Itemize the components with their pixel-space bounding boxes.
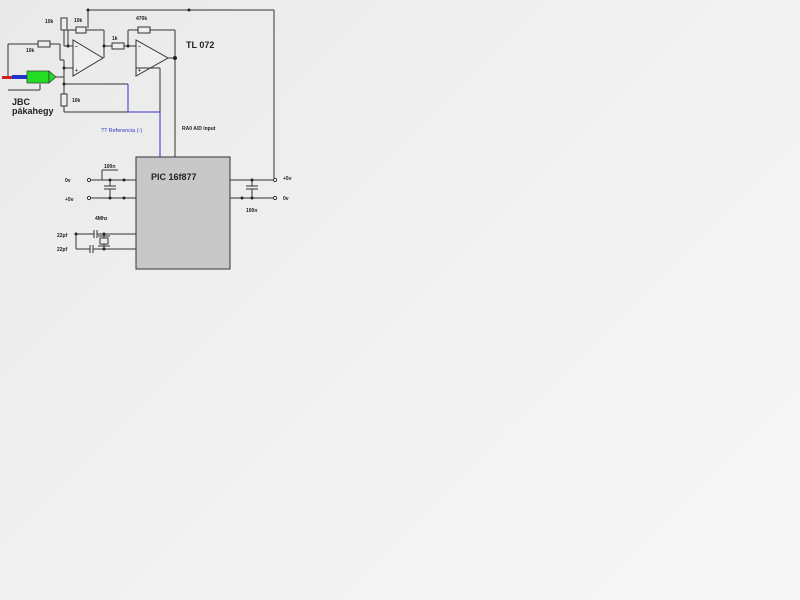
- label-0v-right: 0v: [283, 196, 289, 202]
- label-5v-left: +5v: [65, 197, 74, 203]
- resistor-10k-left-top: [60, 17, 68, 47]
- reference-wire: [127, 84, 161, 157]
- opamp-2-minus-sign: –: [138, 44, 141, 50]
- label-22pf-bottom: 22pf: [57, 247, 68, 253]
- label-10k-top: 10k: [45, 19, 54, 25]
- label-referencia: ?? Referencia (-): [101, 128, 142, 134]
- thermocouple-tip-icon: [2, 70, 64, 84]
- label-pakahegy: pákahegy: [12, 106, 54, 116]
- opamp-2: – +: [135, 39, 170, 77]
- terminal-0v-right: [272, 195, 278, 201]
- crystal-4mhz: [99, 237, 109, 245]
- opamp-1-feedback: [66, 26, 105, 58]
- label-1k: 1k: [112, 36, 118, 42]
- label-10k-input: 10k: [26, 48, 35, 54]
- label-100n-left: 100n: [104, 164, 115, 170]
- label-100n-right: 100n: [246, 208, 257, 214]
- label-22pf-top: 22pf: [57, 233, 68, 239]
- terminal-0v-left: [86, 177, 92, 183]
- resistor-10k-feedback: [75, 26, 87, 34]
- left-supply-network: [86, 169, 136, 201]
- resistor-1k: [102, 42, 136, 50]
- terminal-5v-right: [272, 177, 278, 183]
- resistor-470k-feedback: [126, 26, 177, 157]
- label-ra0-ad-input: RA0 A/D input: [182, 126, 216, 132]
- pic-chip: [135, 156, 231, 270]
- label-tl072: TL 072: [186, 40, 214, 50]
- opamp-1: – +: [72, 39, 104, 77]
- opamp-1-input-wiring: [8, 60, 128, 91]
- opamp-2-input-wiring: [136, 67, 161, 112]
- top-rail: [86, 8, 275, 178]
- label-10k-upper: 10k: [74, 18, 83, 24]
- opamp-2-plus-sign: +: [138, 68, 141, 74]
- right-supply-network: [230, 177, 278, 201]
- terminal-5v-left: [86, 195, 92, 201]
- opamp-1-minus-sign: –: [75, 44, 78, 50]
- label-4mhz: 4Mhz: [95, 216, 108, 222]
- label-pic-16f877: PIC 16f877: [151, 172, 197, 182]
- label-470k: 470k: [136, 16, 147, 22]
- crystal-oscillator: [74, 230, 136, 253]
- label-5v-right: +5v: [283, 176, 292, 182]
- opamp-1-plus-sign: +: [75, 68, 78, 74]
- label-10k-lower: 10k: [72, 98, 81, 104]
- label-jbc: JBC: [12, 97, 31, 107]
- label-0v-left: 0v: [65, 178, 71, 184]
- resistor-10k-input: [7, 40, 64, 76]
